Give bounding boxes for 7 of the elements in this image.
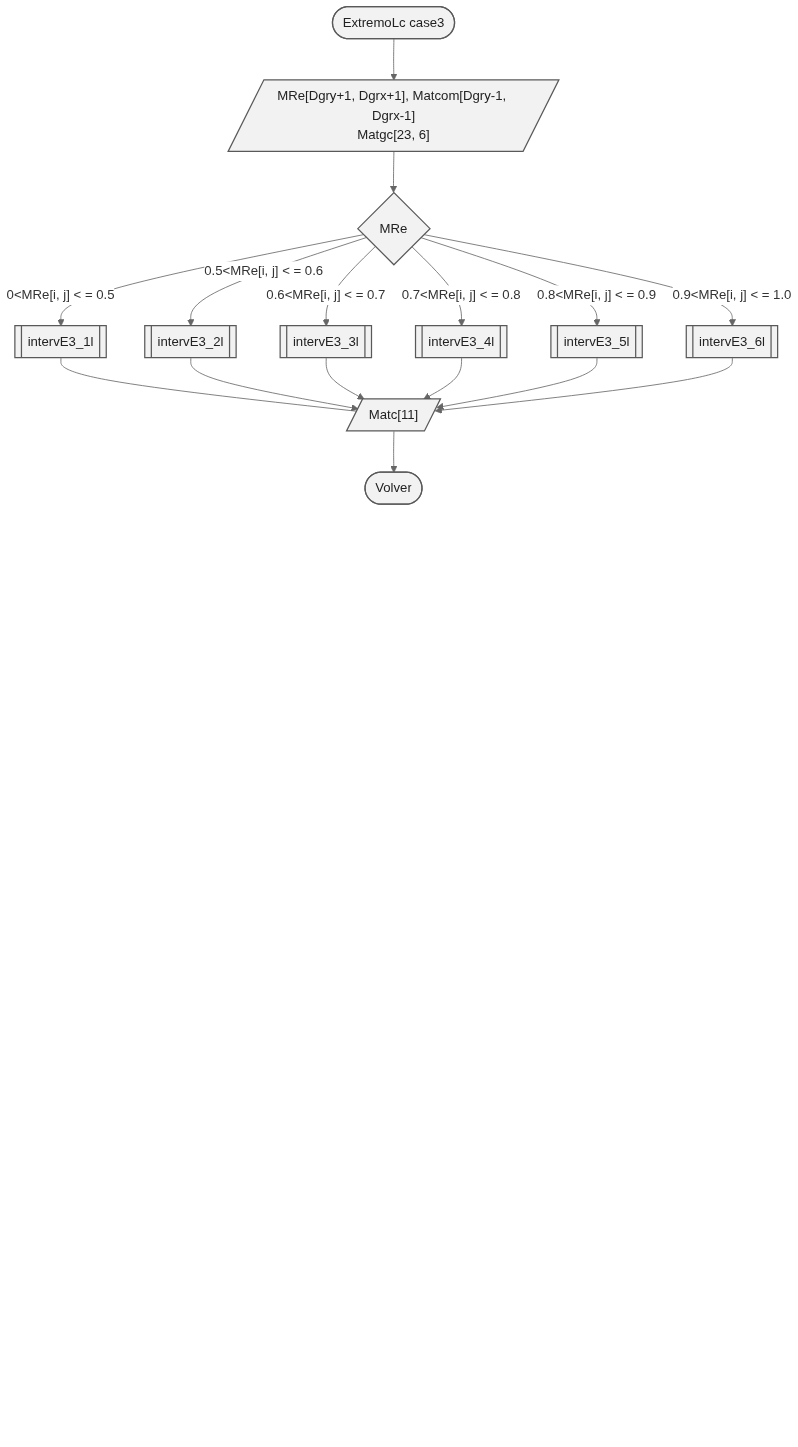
node-diamond: MRe xyxy=(356,191,431,266)
edge-label: 0.6<MRe[i, j] < = 0.7 xyxy=(266,287,386,302)
edge-label: 0<MRe[i, j] < = 0.5 xyxy=(6,287,115,302)
edge-label: 0.5<MRe[i, j] < = 0.6 xyxy=(204,263,324,278)
edge-label: 0.9<MRe[i, j] < = 1.0 xyxy=(672,287,792,302)
edge-label: 0.8<MRe[i, j] < = 0.9 xyxy=(537,287,657,302)
edge-label: 0.7<MRe[i, j] < = 0.8 xyxy=(401,287,521,302)
